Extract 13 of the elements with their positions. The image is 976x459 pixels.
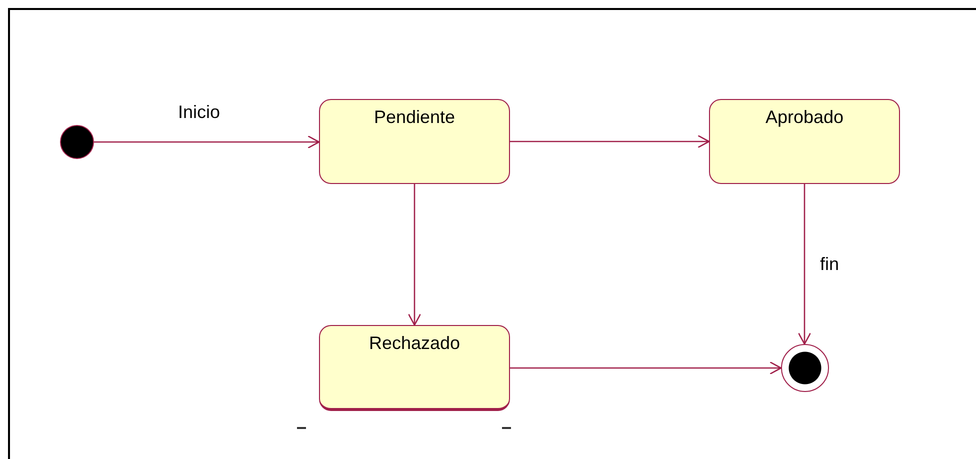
state-box	[319, 99, 510, 184]
state-name: Pendiente	[374, 107, 456, 128]
state-name: Aprobado	[765, 107, 844, 128]
transition-arrow	[798, 184, 812, 345]
state-box	[709, 99, 900, 184]
initial-state-dot	[60, 125, 94, 159]
transition-arrow	[510, 361, 782, 375]
transition-arrow	[408, 184, 422, 326]
state-box	[319, 325, 510, 411]
state-name: Rechazado	[368, 333, 460, 354]
final-state-circle	[781, 344, 829, 392]
transition-arrow	[510, 134, 710, 148]
transition-arrow	[94, 135, 320, 149]
